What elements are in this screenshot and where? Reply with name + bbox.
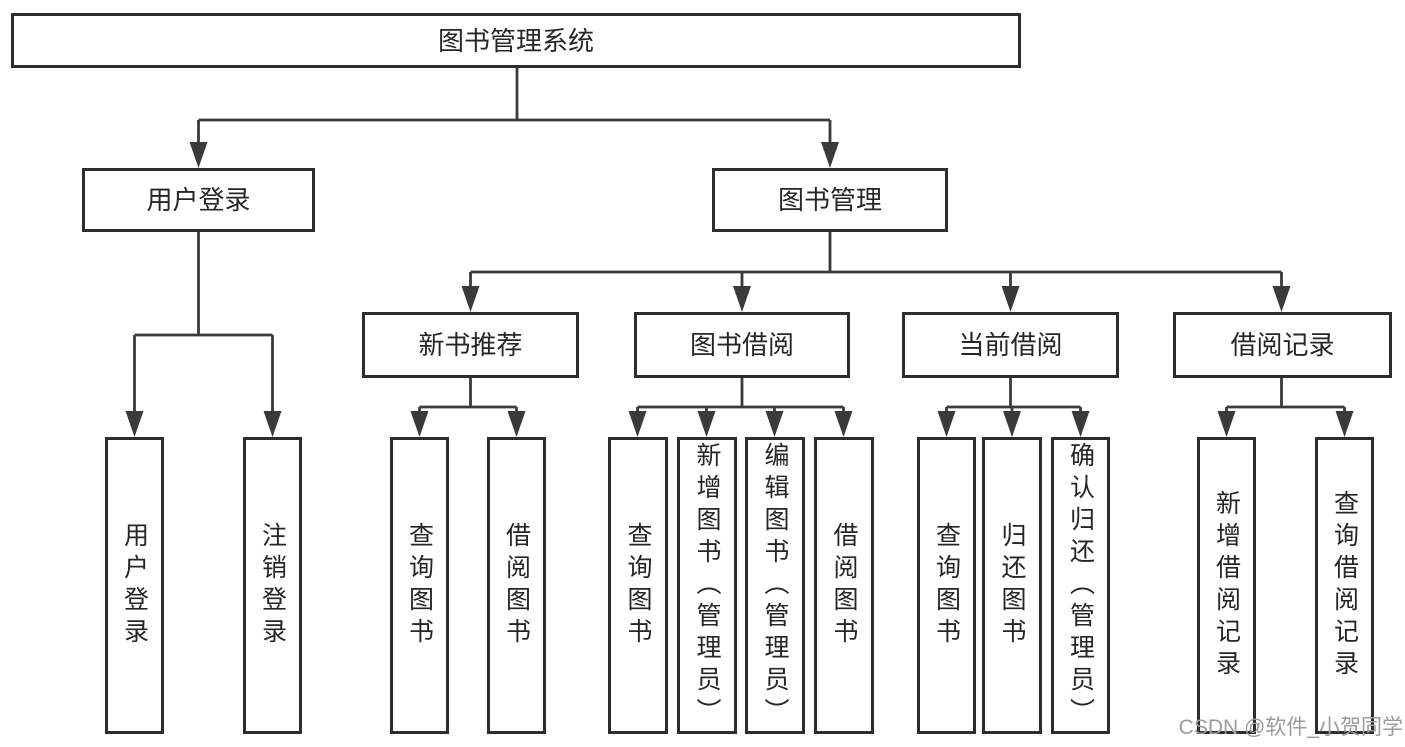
node-label: 图书借阅: [689, 330, 794, 360]
arrowhead: [628, 411, 647, 437]
arrowhead: [821, 142, 839, 168]
node-label: 图书管理: [777, 185, 882, 215]
arrowhead: [263, 411, 282, 437]
node-label: 注销登录: [258, 521, 287, 650]
node-label: 当前借阅: [958, 330, 1063, 360]
leaf-query-books-recommend: 查询图书: [390, 437, 449, 734]
arrowhead: [461, 286, 480, 312]
leaf-edit-book-admin: 编辑图书（管理员）: [745, 437, 805, 734]
arrowhead: [1272, 286, 1291, 312]
node-book-borrow: 图书借阅: [634, 312, 850, 378]
arrowhead: [765, 411, 784, 437]
arrowhead: [733, 286, 751, 312]
node-label: 新书推荐: [418, 330, 523, 360]
leaf-query-books-borrow: 查询图书: [608, 437, 668, 734]
node-label: 图书管理系统: [437, 25, 594, 56]
arrowhead: [125, 411, 144, 437]
arrowhead: [410, 411, 429, 437]
arrowhead: [507, 411, 526, 437]
leaf-user-login: 用户登录: [105, 437, 164, 734]
node-label: 查询图书: [624, 521, 652, 650]
node-label: 新增图书（管理员）: [693, 441, 721, 730]
watermark-text: CSDN @软件_小贺同学: [1178, 716, 1403, 739]
leaf-query-books-current: 查询图书: [917, 437, 976, 734]
leaf-borrow-books: 借阅图书: [814, 437, 874, 734]
node-new-book-recommend: 新书推荐: [362, 312, 579, 378]
node-label: 归还图书: [998, 521, 1026, 650]
arrowhead: [937, 411, 956, 437]
arrowhead: [834, 411, 853, 437]
node-borrow-records: 借阅记录: [1173, 312, 1392, 378]
node-label: 借阅图书: [502, 521, 531, 650]
arrowhead: [697, 411, 716, 437]
leaf-borrow-books-recommend: 借阅图书: [487, 437, 546, 734]
node-label: 用户登录: [146, 185, 251, 215]
leaf-query-borrow-record: 查询借阅记录: [1315, 437, 1374, 734]
node-label: 查询图书: [932, 521, 961, 650]
node-label: 查询图书: [405, 521, 434, 650]
arrowhead: [1217, 411, 1236, 437]
leaf-add-borrow-record: 新增借阅记录: [1197, 437, 1256, 734]
arrowhead: [1071, 411, 1090, 437]
node-book-management: 图书管理: [712, 168, 948, 232]
arrowhead: [1003, 411, 1021, 437]
leaf-logout: 注销登录: [243, 437, 302, 734]
leaf-return-book: 归还图书: [982, 437, 1042, 734]
node-label: 借阅记录: [1230, 330, 1335, 360]
node-label: 借阅图书: [830, 521, 858, 650]
node-user-login: 用户登录: [82, 168, 315, 232]
node-label: 查询借阅记录: [1330, 489, 1359, 682]
node-library-system: 图书管理系统: [11, 13, 1021, 68]
arrowhead: [189, 142, 208, 168]
arrowhead: [1335, 411, 1354, 437]
leaf-confirm-return-admin: 确认归还（管理员）: [1051, 437, 1110, 734]
arrowhead: [1001, 286, 1020, 312]
node-label: 确认归还（管理员）: [1066, 441, 1095, 730]
leaf-add-book-admin: 新增图书（管理员）: [677, 437, 737, 734]
node-label: 新增借阅记录: [1212, 489, 1241, 682]
node-label: 用户登录: [120, 521, 149, 650]
node-label: 编辑图书（管理员）: [761, 441, 789, 730]
node-current-borrow: 当前借阅: [902, 312, 1119, 378]
